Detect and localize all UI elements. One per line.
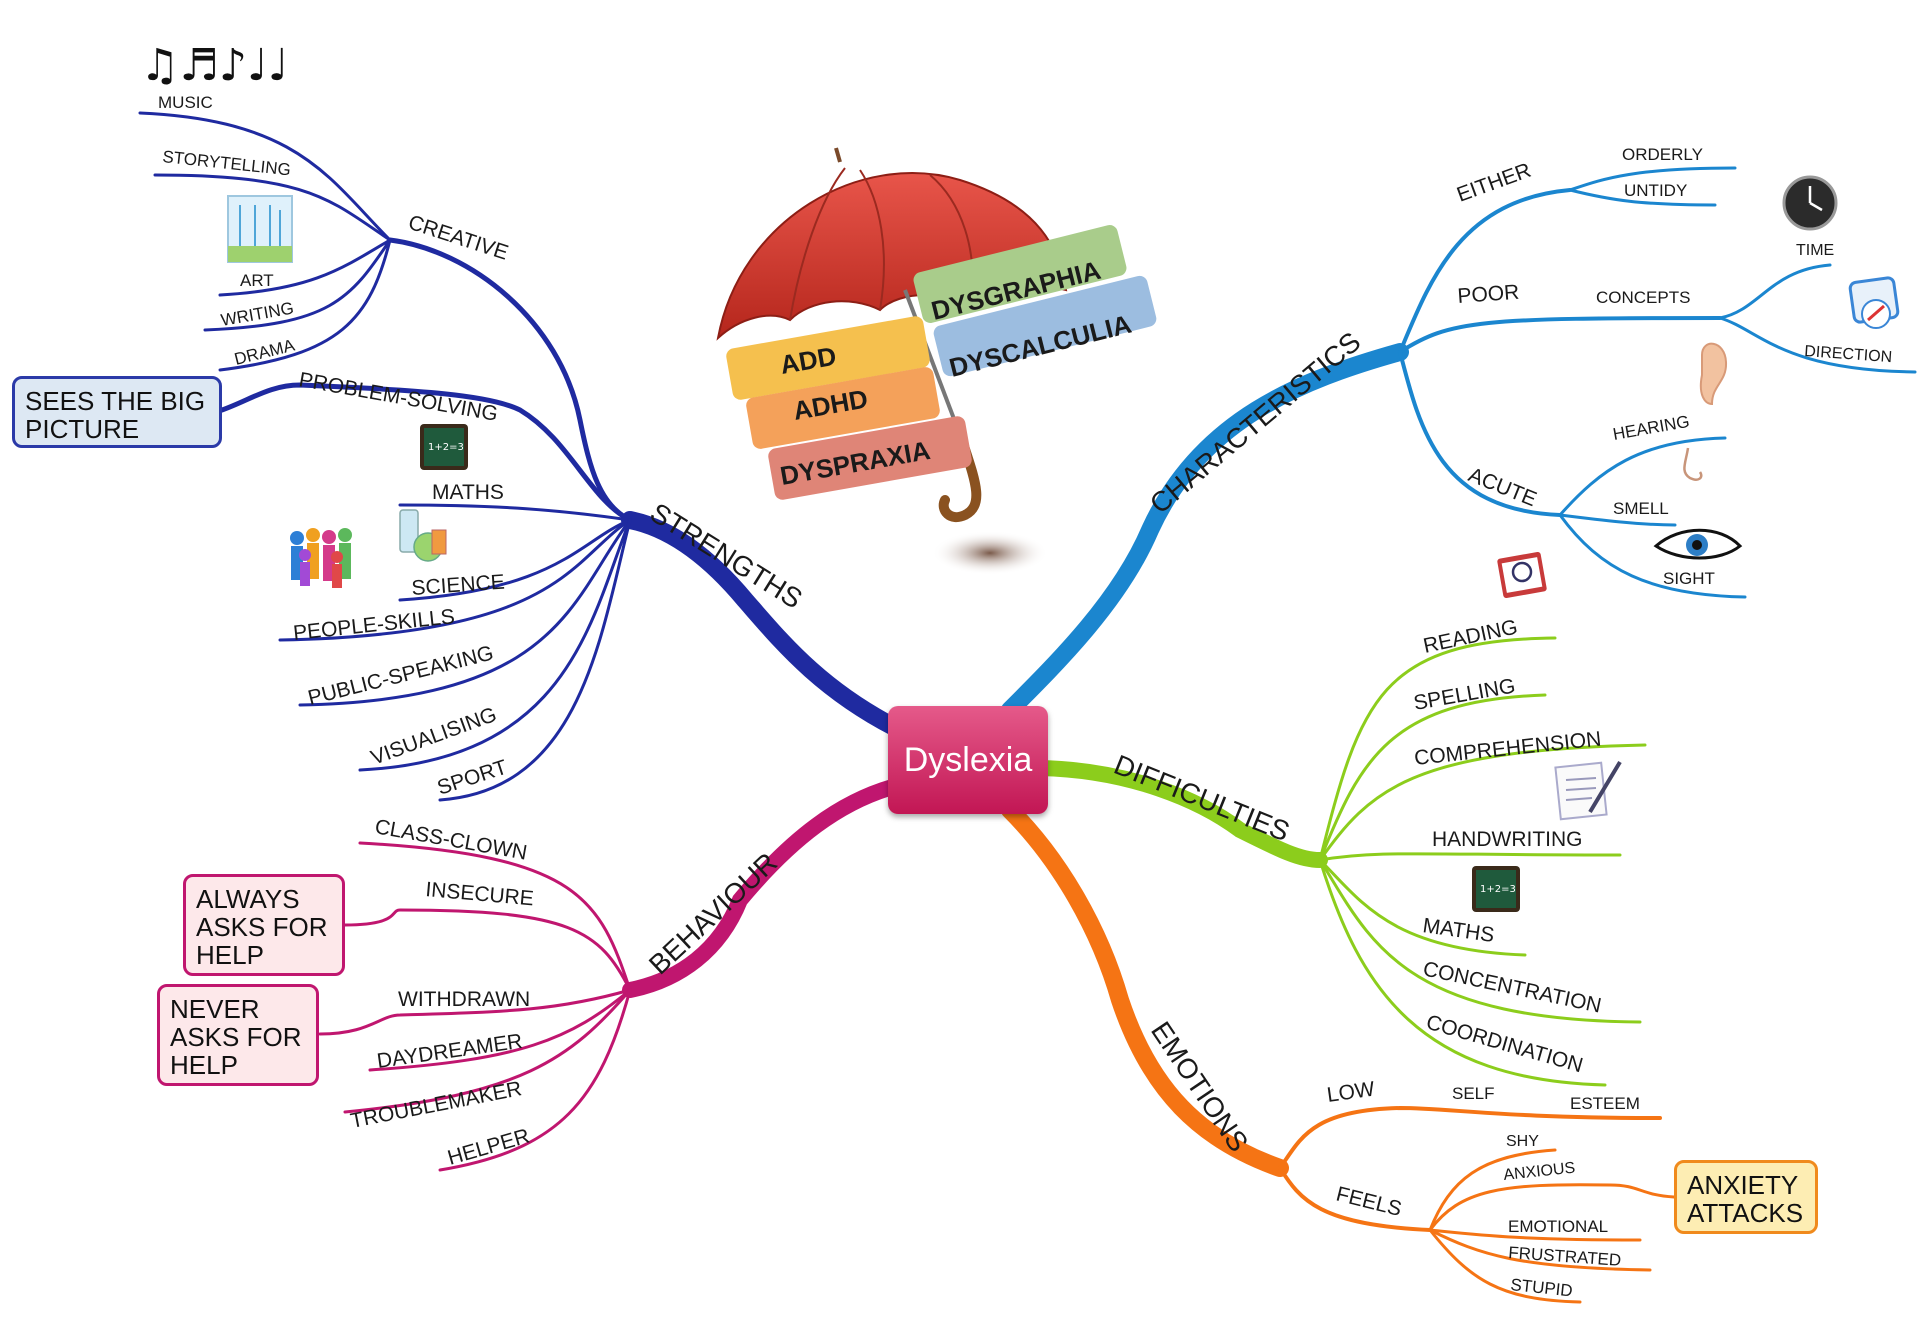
reading-label: READING bbox=[1421, 615, 1519, 657]
svg-text:1+2=3: 1+2=3 bbox=[428, 442, 464, 453]
emotional-label: EMOTIONAL bbox=[1508, 1217, 1608, 1236]
strengths-branch bbox=[138, 111, 909, 802]
people-group-icon bbox=[290, 528, 352, 588]
low-label: LOW bbox=[1325, 1077, 1376, 1106]
concentration-label: CONCENTRATION bbox=[1421, 957, 1603, 1017]
behaviour-branch bbox=[318, 777, 908, 1172]
characteristics-main-line bbox=[1001, 343, 1409, 719]
umbrella-icon: ADD ADHD DYSPRAXIA DYSGRAPHIA DYSCALCULI… bbox=[716, 147, 1157, 575]
svg-text:1+2=3: 1+2=3 bbox=[1480, 884, 1516, 895]
characteristics-branch bbox=[1001, 166, 1917, 719]
insecure-label: INSECURE bbox=[425, 878, 535, 910]
compass-icon bbox=[1848, 276, 1900, 329]
hearing-label: HEARING bbox=[1611, 412, 1691, 444]
shy-label: SHY bbox=[1506, 1133, 1539, 1150]
difficulties-branch bbox=[1032, 636, 1647, 1087]
creative-label: CREATIVE bbox=[405, 211, 511, 265]
central-topic-dyslexia[interactable]: Dyslexia bbox=[888, 706, 1048, 814]
strengths-maths-label: MATHS bbox=[432, 481, 504, 504]
concepts-label: CONCEPTS bbox=[1596, 288, 1690, 307]
anxious-label: ANXIOUS bbox=[1503, 1160, 1576, 1184]
people-skills-label: PEOPLE-SKILLS bbox=[292, 605, 456, 645]
behaviour-main-line bbox=[622, 777, 908, 998]
document-pen-icon bbox=[1554, 760, 1622, 821]
nose-icon bbox=[1683, 447, 1703, 481]
public-speaking-label: PUBLIC-SPEAKING bbox=[306, 642, 496, 710]
direction-label: DIRECTION bbox=[1804, 343, 1893, 366]
book-magnifier-icon bbox=[1497, 551, 1547, 599]
emotions-branch bbox=[1001, 801, 1676, 1304]
time-label: TIME bbox=[1796, 242, 1834, 259]
difficulties-main-line bbox=[1032, 760, 1328, 868]
feels-label: FEELS bbox=[1334, 1183, 1404, 1221]
strengths-main-line bbox=[621, 511, 909, 739]
clock-icon bbox=[1782, 175, 1838, 231]
self-label: SELF bbox=[1452, 1084, 1495, 1103]
art-picture-icon bbox=[227, 195, 293, 263]
music-notes-icon: ♫♬♪♩♩ bbox=[140, 40, 288, 91]
coordination-label: COORDINATION bbox=[1424, 1011, 1586, 1078]
ear-icon bbox=[1699, 342, 1728, 406]
difficulties-labels: DIFFICULTIES READING SPELLING COMPREHENS… bbox=[1110, 615, 1604, 1077]
characteristics-labels: CHARACTERISTICS EITHER ORDERLY UNTIDY PO… bbox=[1144, 145, 1893, 588]
stupid-label: STUPID bbox=[1510, 1275, 1574, 1300]
svg-text:♫♬♪♩♩: ♫♬♪♩♩ bbox=[140, 40, 288, 91]
behaviour-label: BEHAVIOUR bbox=[643, 847, 783, 981]
orderly-label: ORDERLY bbox=[1622, 145, 1703, 164]
strengths-label: STRENGTHS bbox=[645, 497, 808, 615]
art-label: ART bbox=[240, 271, 274, 290]
comprehension-label: COMPREHENSION bbox=[1413, 727, 1602, 770]
eye-icon bbox=[1653, 528, 1743, 560]
spelling-label: SPELLING bbox=[1412, 674, 1517, 714]
never-asks-help-box[interactable]: NEVER ASKS FOR HELP bbox=[157, 984, 319, 1086]
emotions-main-line bbox=[1001, 801, 1289, 1177]
science-label: SCIENCE bbox=[411, 571, 506, 600]
sport-label: SPORT bbox=[434, 756, 510, 800]
withdrawn-label: WITHDRAWN bbox=[398, 988, 530, 1011]
troublemaker-label: TROUBLEMAKER bbox=[349, 1077, 524, 1133]
chalkboard-icon: 1+2=3 bbox=[420, 424, 468, 470]
sight-label: SIGHT bbox=[1663, 569, 1715, 588]
anxiety-attacks-box[interactable]: ANXIETY ATTACKS bbox=[1674, 1160, 1818, 1234]
difficulties-label: DIFFICULTIES bbox=[1110, 749, 1294, 847]
daydreamer-label: DAYDREAMER bbox=[375, 1030, 523, 1073]
untidy-label: UNTIDY bbox=[1624, 181, 1687, 200]
handwriting-label: HANDWRITING bbox=[1432, 828, 1583, 851]
esteem-label: ESTEEM bbox=[1570, 1094, 1640, 1113]
characteristics-label: CHARACTERISTICS bbox=[1144, 326, 1367, 520]
helper-label: HELPER bbox=[445, 1125, 532, 1170]
problem-solving-label: PROBLEM-SOLVING bbox=[297, 368, 499, 426]
music-label: MUSIC bbox=[158, 93, 213, 112]
central-topic-label: Dyslexia bbox=[903, 740, 1033, 779]
sees-big-picture-box[interactable]: SEES THE BIG PICTURE bbox=[12, 376, 222, 448]
always-asks-help-box[interactable]: ALWAYS ASKS FOR HELP bbox=[183, 874, 345, 976]
science-flask-icon bbox=[399, 509, 447, 562]
class-clown-label: CLASS-CLOWN bbox=[373, 815, 529, 864]
chalkboard-icon: 1+2=3 bbox=[1472, 866, 1520, 912]
frustrated-label: FRUSTRATED bbox=[1508, 1243, 1622, 1270]
smell-label: SMELL bbox=[1613, 499, 1669, 518]
poor-label: POOR bbox=[1457, 281, 1520, 308]
